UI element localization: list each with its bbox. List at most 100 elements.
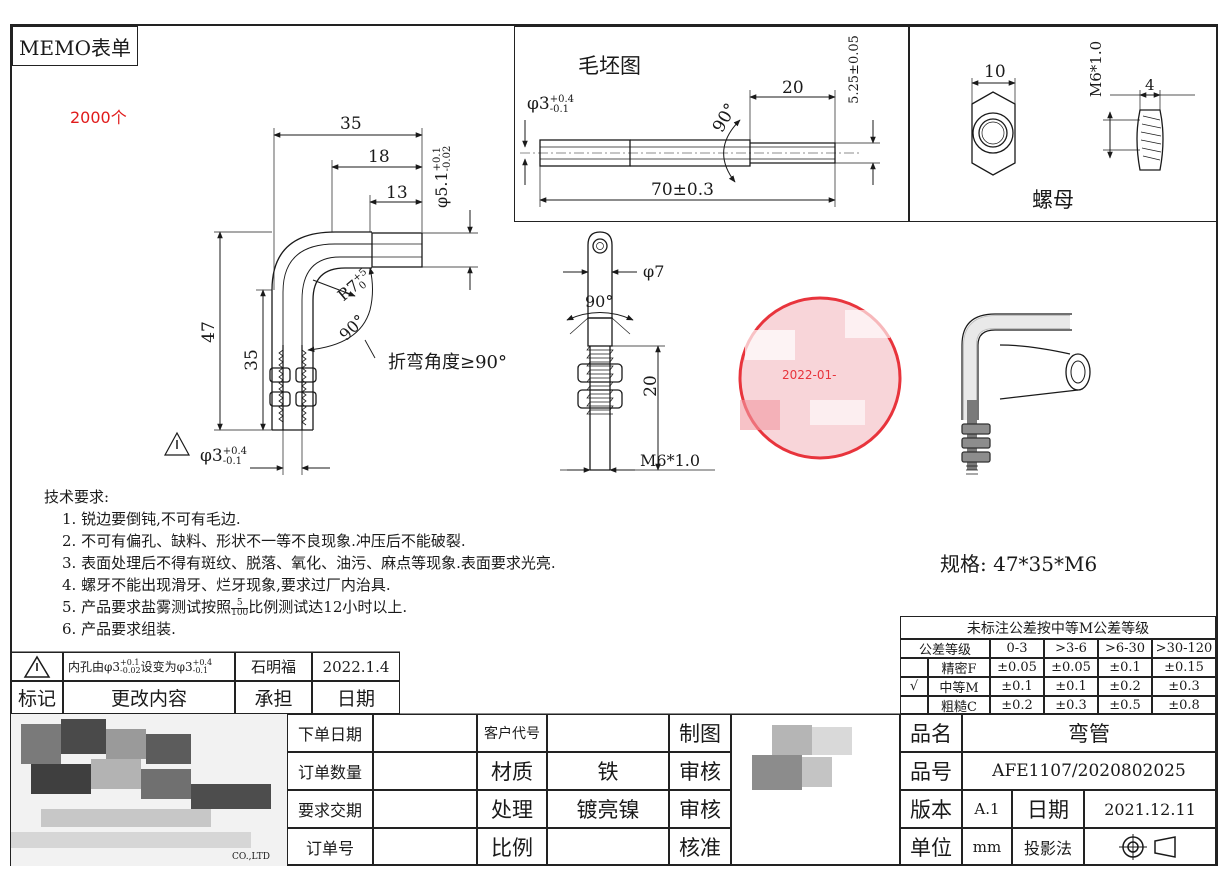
spec-text: 规格: 47*35*M6 [940,552,1098,576]
requirement-item: 1. 锐边要倒钝,不可有毛边. [62,510,241,528]
deliver-label: 要求交期 [287,790,373,828]
requirements-block: 技术要求: 1. 锐边要倒钝,不可有毛边. 2. 不可有偏孔、缺料、形状不一等不… [44,486,556,640]
revision-date: 2022.1.4 [312,652,400,681]
date-value: 2021.12.11 [1084,790,1216,828]
revision-header-mark: 标记 [11,681,63,714]
tol-header: >30-120 [1152,639,1216,658]
tol-grade: 中等M [928,677,990,696]
nut-view-box [908,26,1216,222]
requirement-item: 3. 表面处理后不得有斑纹、脱落、氧化、油污、麻点等现象.表面要求光亮. [62,554,556,572]
tol-value: ±0.3 [1044,696,1098,714]
customer-label: 客户代号 [477,714,547,752]
projection-label: 投影法 [1012,828,1084,866]
main-tube-drawing [163,128,478,475]
order-no-label: 订单号 [287,828,373,866]
blank-dim-20: 20 [782,78,804,98]
side-dim-20: 20 [640,375,661,397]
process-label: 处理 [477,790,547,828]
tol-value: ±0.5 [1098,696,1152,714]
tolerance-title: 未标注公差按中等M公差等级 [900,616,1216,639]
date-label: 日期 [1012,790,1084,828]
tol-value: ±0.8 [1152,696,1216,714]
order-qty-value [373,752,477,790]
revision-header-content: 更改内容 [63,681,235,714]
nut-dim-width: 10 [984,62,1006,82]
projection-symbol-icon [1084,828,1216,866]
tol-value: ±0.05 [990,658,1044,677]
tol-value: ±0.2 [1098,677,1152,696]
part-no-label: 品号 [900,752,962,790]
scale-value [547,828,669,866]
memo-label: MEMO表单 [12,26,138,66]
requirement-item: 6. 产品要求组装. [62,620,176,638]
blank-dim-total: 70±0.3 [651,180,714,200]
tol-value: ±0.05 [1044,658,1098,677]
main-dim-inner-dia: φ3+0.4-0.1 [200,445,248,467]
signature-area [731,714,900,866]
order-qty-label: 订单数量 [287,752,373,790]
order-date-label: 下单日期 [287,714,373,752]
main-dim-18: 18 [368,147,390,167]
nut-drawing [971,78,1195,176]
main-dim-13: 13 [386,183,408,203]
stamp-text: 2022-01- [782,368,837,382]
company-name-tail: CO.,LTD [232,852,270,862]
side-dim-thread: M6*1.0 [640,451,701,470]
nut-label: 螺母 [1032,188,1074,212]
drawn-label: 制图 [669,714,731,752]
tol-header: >3-6 [1044,639,1098,658]
requirement-item: 2. 不可有偏孔、缺料、形状不一等不良现象.冲压后不能破裂. [62,532,466,550]
requirement-item: 4. 螺牙不能出现滑牙、烂牙现象,要求过厂内治具. [62,576,391,594]
requirements-title: 技术要求: [44,488,110,506]
deliver-value [373,790,477,828]
nut-dim-thickness: 4 [1145,76,1155,94]
tol-check: √ [900,677,928,696]
unit-value: mm [962,828,1012,866]
material-label: 材质 [477,752,547,790]
revision-person: 石明福 [235,652,312,681]
blank-drawing [520,90,880,207]
customer-value [547,714,669,752]
side-dim-angle: 90° [585,292,614,311]
review2-label: 审核 [669,790,731,828]
scale-label: 比例 [477,828,547,866]
part-no-value: AFE1107/2020802025 [962,752,1216,790]
blank-title: 毛坯图 [578,54,641,78]
revision-header-date: 日期 [312,681,400,714]
tol-check [900,658,928,677]
side-dim-dia7: φ7 [643,262,665,281]
main-dim-35v: 35 [241,349,262,371]
blank-dim-thickness: 5.25±0.05 [846,35,862,104]
side-view-drawing [560,231,715,473]
version-value: A.1 [962,790,1012,828]
main-dim-35: 35 [340,114,362,134]
company-logo-pixelated [11,714,287,866]
tol-header: >6-30 [1098,639,1152,658]
tol-value: ±0.3 [1152,677,1216,696]
quantity-note: 2000个 [70,108,127,127]
bend-note: 折弯角度≥90° [388,352,507,373]
approve-label: 核准 [669,828,731,866]
tol-grade: 精密F [928,658,990,677]
blank-view-box [514,26,910,222]
tol-grade: 粗糙C [928,696,990,715]
tol-value: ±0.1 [990,677,1044,696]
main-dim-47: 47 [198,321,219,343]
tol-header: 公差等级 [900,639,990,658]
order-no-value [373,828,477,866]
tol-value: ±0.2 [990,696,1044,714]
main-dim-outer-dia: φ5.1+0.1-0.02 [431,145,453,208]
unit-label: 单位 [900,828,962,866]
name-label: 品名 [900,714,962,752]
revision-header-person: 承担 [235,681,312,714]
tol-value: ±0.1 [1098,658,1152,677]
tol-value: ±0.1 [1044,677,1098,696]
approval-stamp [738,296,902,460]
tol-value: ±0.15 [1152,658,1216,677]
tube-3d-render [961,313,1091,475]
tol-check [900,696,928,714]
tol-header: 0-3 [990,639,1044,658]
